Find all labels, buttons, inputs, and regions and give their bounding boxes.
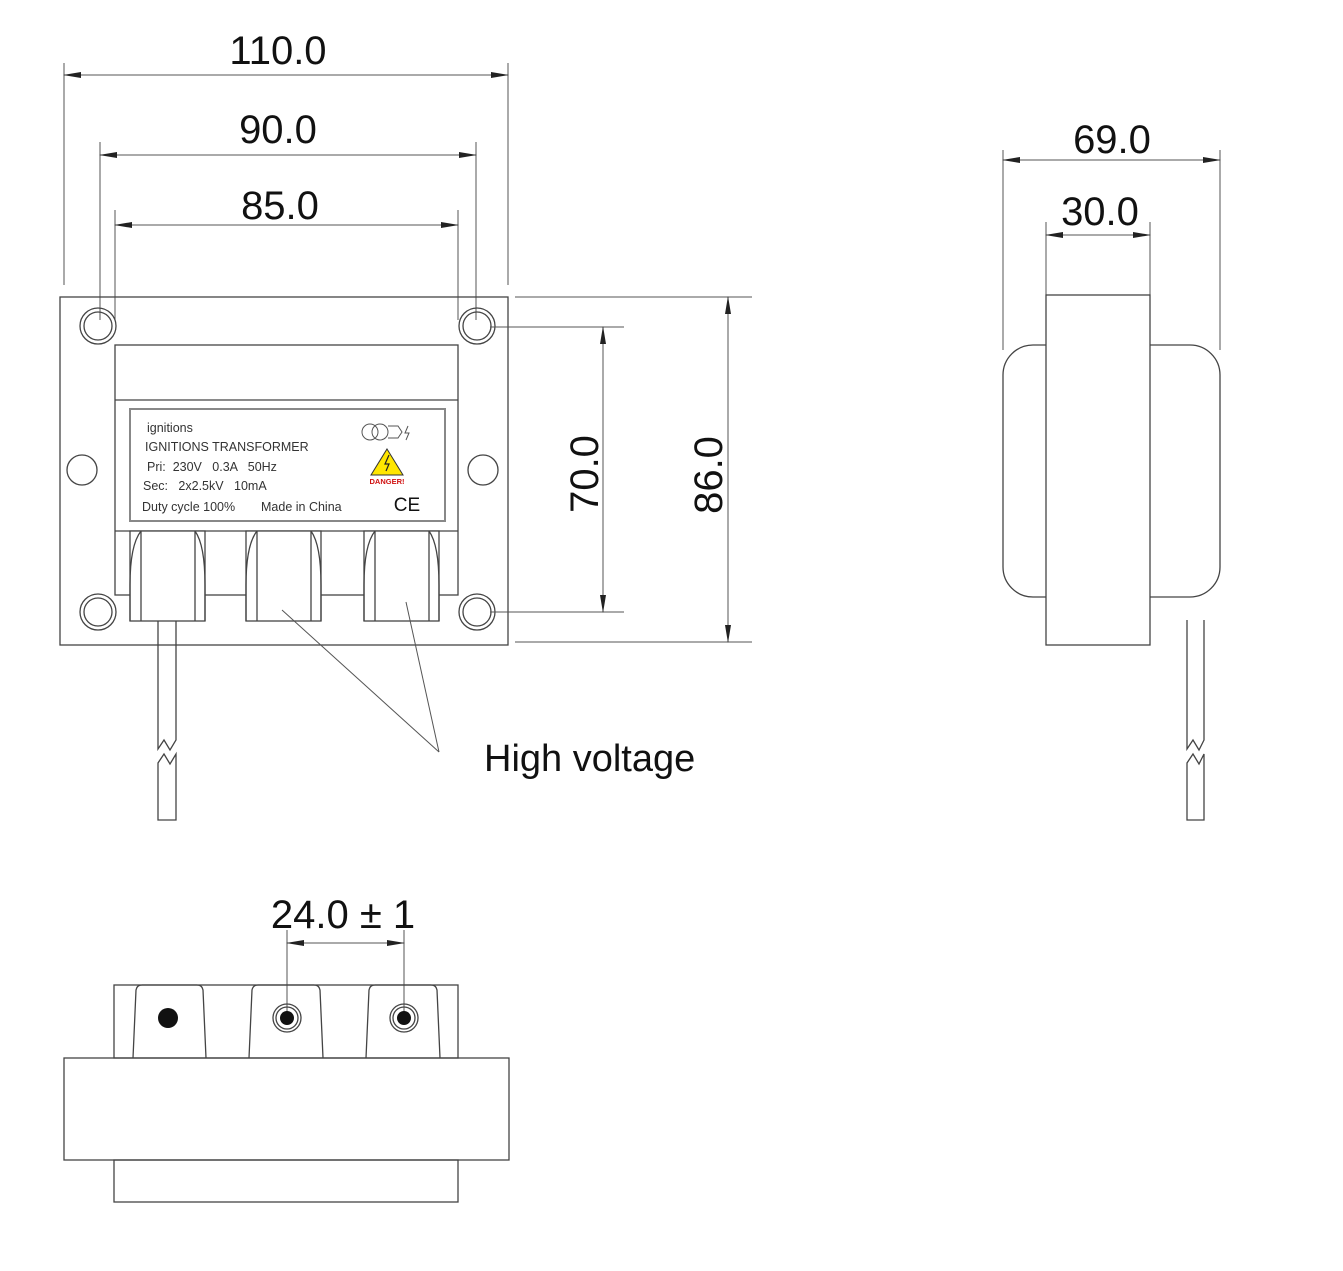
dimension-85: 85.0 — [114, 184, 459, 320]
dim-label-24: 24.0 ± 1 — [271, 893, 415, 937]
dimension-70: 70.0 — [490, 326, 624, 613]
dim-label-110: 110.0 — [229, 29, 326, 73]
nameplate-product: IGNITIONS TRANSFORMER — [145, 440, 309, 454]
danger-warning-icon — [370, 448, 404, 476]
dim-label-90: 90.0 — [239, 108, 317, 152]
nameplate: ignitions IGNITIONS TRANSFORMER Pri: 230… — [129, 408, 446, 522]
dim-label-70: 70.0 — [563, 435, 607, 513]
nameplate-duty: Duty cycle 100% — [142, 500, 235, 514]
nameplate-brand: ignitions — [147, 421, 193, 435]
dim-label-69: 69.0 — [1073, 118, 1151, 162]
dimension-90: 90.0 — [99, 108, 477, 320]
front-view: ignitions IGNITIONS TRANSFORMER Pri: 230… — [59, 296, 695, 821]
nameplate-origin: Made in China — [261, 500, 342, 514]
dim-label-85: 85.0 — [241, 184, 319, 228]
nameplate-primary: Pri: 230V 0.3A 50Hz — [147, 460, 277, 474]
high-voltage-callout: High voltage — [281, 601, 695, 780]
ce-mark: CE — [394, 495, 420, 516]
danger-label: DANGER! — [370, 477, 405, 486]
dim-label-30: 30.0 — [1061, 190, 1139, 234]
transformer-symbol-icon — [361, 423, 410, 441]
nameplate-secondary: Sec: 2x2.5kV 10mA — [143, 479, 267, 493]
lead-wire — [157, 621, 177, 821]
dimension-86: 86.0 — [515, 296, 752, 643]
dim-label-86: 86.0 — [687, 436, 731, 514]
terminals — [129, 530, 440, 622]
high-voltage-label: High voltage — [484, 738, 695, 780]
bottom-view: 24.0 ± 1 — [63, 893, 510, 1203]
dimension-110: 110.0 — [63, 29, 509, 285]
side-view: 69.0 30.0 — [1002, 118, 1221, 821]
